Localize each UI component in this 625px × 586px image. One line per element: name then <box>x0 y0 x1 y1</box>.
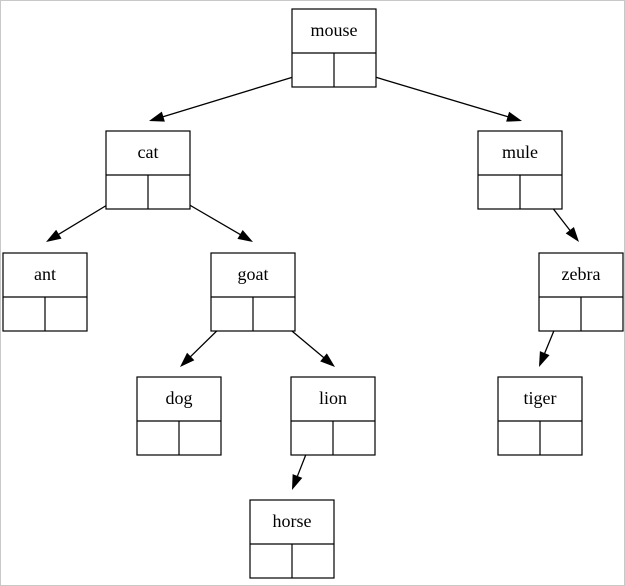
node-left-pointer-cell[interactable] <box>498 421 540 455</box>
node-right-pointer-cell[interactable] <box>292 544 334 578</box>
edge-arrowhead <box>180 352 195 367</box>
tree-edge-mouse-right-mule <box>354 70 522 122</box>
node-right-pointer-cell[interactable] <box>581 297 623 331</box>
node-left-pointer-cell[interactable] <box>250 544 292 578</box>
node-label: zebra <box>562 264 601 284</box>
edge-arrowhead <box>237 229 253 242</box>
edge-arrowhead <box>506 111 522 122</box>
tree-node-lion[interactable]: lion <box>290 376 376 456</box>
node-label: goat <box>238 264 269 284</box>
node-right-pointer-cell[interactable] <box>520 175 562 209</box>
node-right-pointer-cell[interactable] <box>179 421 221 455</box>
node-label: ant <box>34 264 56 284</box>
node-left-pointer-cell[interactable] <box>3 297 45 331</box>
edge-arrowhead <box>565 226 579 242</box>
edge-arrowhead <box>292 474 303 490</box>
edge-arrowhead <box>320 353 335 367</box>
tree-node-mouse[interactable]: mouse <box>291 8 377 88</box>
node-label: tiger <box>524 388 557 408</box>
edge-arrowhead <box>46 229 62 242</box>
tree-node-zebra[interactable]: zebra <box>538 252 624 332</box>
nodes-layer: mouse cat mule ant goat zebra dog lion tiger hors… <box>2 8 624 579</box>
tree-node-horse[interactable]: horse <box>249 499 335 579</box>
edge-arrowhead <box>539 351 550 367</box>
node-left-pointer-cell[interactable] <box>106 175 148 209</box>
node-label: horse <box>273 511 312 531</box>
node-right-pointer-cell[interactable] <box>148 175 190 209</box>
tree-node-mule[interactable]: mule <box>477 130 563 210</box>
tree-node-goat[interactable]: goat <box>210 252 296 332</box>
tree-edge-mouse-left-cat <box>149 70 314 122</box>
node-label: mule <box>502 142 538 162</box>
node-right-pointer-cell[interactable] <box>334 53 376 87</box>
edge-line <box>156 70 314 120</box>
edge-line <box>354 70 515 120</box>
tree-node-dog[interactable]: dog <box>136 376 222 456</box>
node-right-pointer-cell[interactable] <box>45 297 87 331</box>
node-label: mouse <box>311 20 358 40</box>
node-right-pointer-cell[interactable] <box>253 297 295 331</box>
node-label: lion <box>319 388 347 408</box>
node-left-pointer-cell[interactable] <box>478 175 520 209</box>
tree-node-ant[interactable]: ant <box>2 252 88 332</box>
node-left-pointer-cell[interactable] <box>292 53 334 87</box>
node-left-pointer-cell[interactable] <box>291 421 333 455</box>
node-label: dog <box>166 388 193 408</box>
node-right-pointer-cell[interactable] <box>333 421 375 455</box>
node-label: cat <box>138 142 159 162</box>
edge-arrowhead <box>149 111 165 122</box>
node-left-pointer-cell[interactable] <box>539 297 581 331</box>
node-left-pointer-cell[interactable] <box>137 421 179 455</box>
node-right-pointer-cell[interactable] <box>540 421 582 455</box>
node-left-pointer-cell[interactable] <box>211 297 253 331</box>
tree-node-cat[interactable]: cat <box>105 130 191 210</box>
tree-node-tiger[interactable]: tiger <box>497 376 583 456</box>
